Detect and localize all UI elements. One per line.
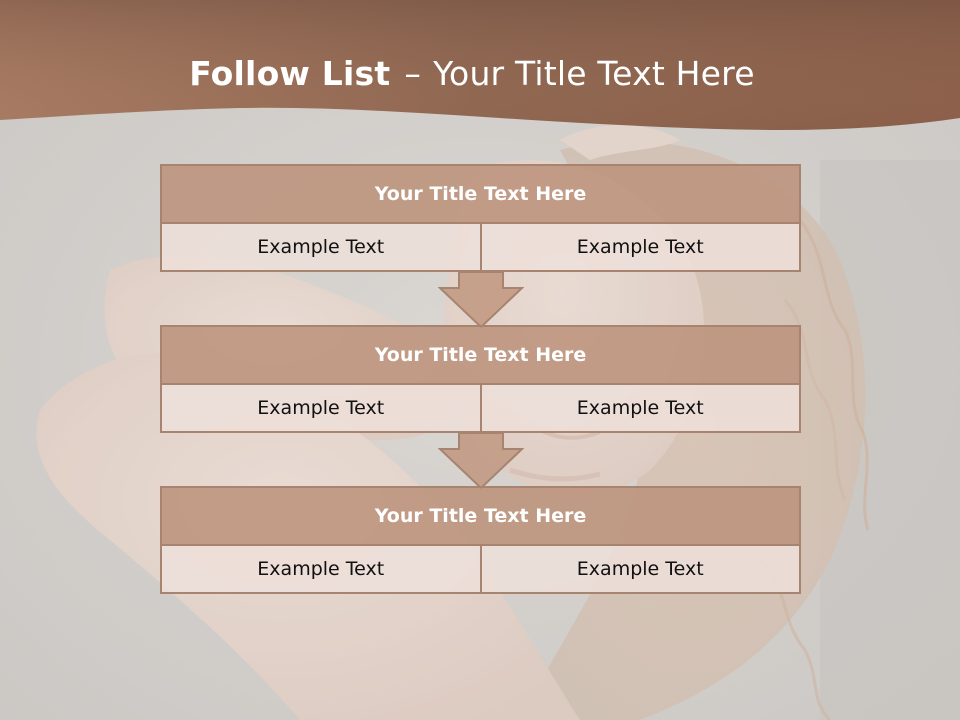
slide-title-dash: – [404, 54, 422, 93]
step-box-2: Your Title Text Here Example Text Exampl… [160, 325, 801, 433]
step-title: Your Title Text Here [162, 488, 799, 546]
step-right-text: Example Text [479, 224, 799, 270]
step-left-text: Example Text [162, 385, 480, 431]
slide-title: Follow List–Your Title Text Here [0, 54, 944, 93]
step-title: Your Title Text Here [162, 166, 799, 224]
header-band [0, 0, 960, 130]
slide-title-bold: Follow List [189, 54, 391, 93]
step-left-text: Example Text [162, 546, 480, 592]
step-title: Your Title Text Here [162, 327, 799, 385]
step-row: Example Text Example Text [162, 224, 799, 270]
down-arrow-icon [438, 432, 524, 490]
step-box-1: Your Title Text Here Example Text Exampl… [160, 164, 801, 272]
down-arrow-icon [438, 271, 524, 329]
step-right-text: Example Text [479, 385, 799, 431]
step-row: Example Text Example Text [162, 385, 799, 431]
slide-title-rest: Your Title Text Here [433, 54, 755, 93]
step-right-text: Example Text [479, 546, 799, 592]
step-row: Example Text Example Text [162, 546, 799, 592]
step-left-text: Example Text [162, 224, 480, 270]
step-box-3: Your Title Text Here Example Text Exampl… [160, 486, 801, 594]
